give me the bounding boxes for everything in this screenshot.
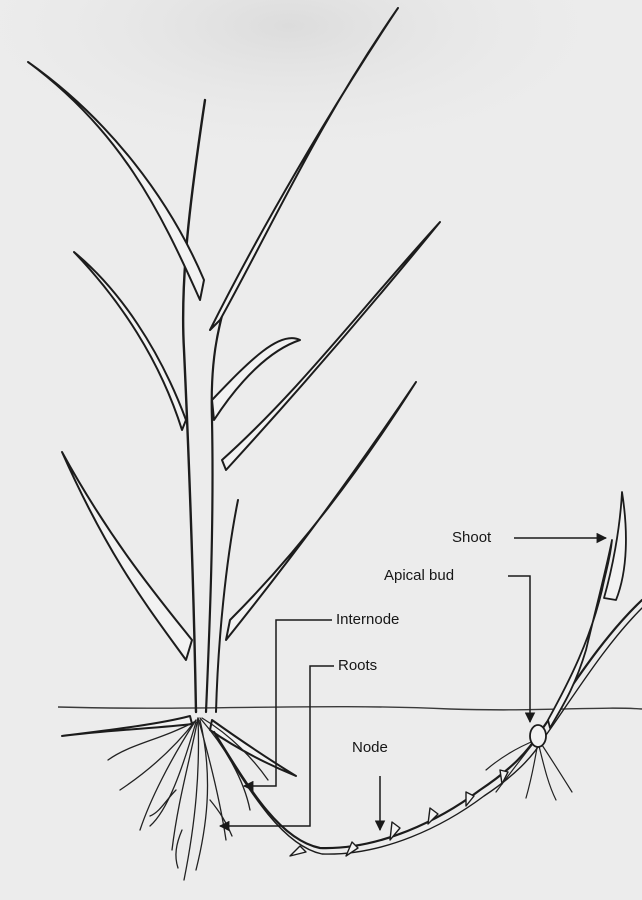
label-internode: Internode — [336, 612, 399, 627]
label-node: Node — [352, 740, 388, 755]
label-roots: Roots — [338, 658, 377, 673]
apical-bud-shape — [530, 725, 546, 747]
label-apical-bud: Apical bud — [384, 568, 454, 583]
label-shoot: Shoot — [452, 530, 491, 545]
